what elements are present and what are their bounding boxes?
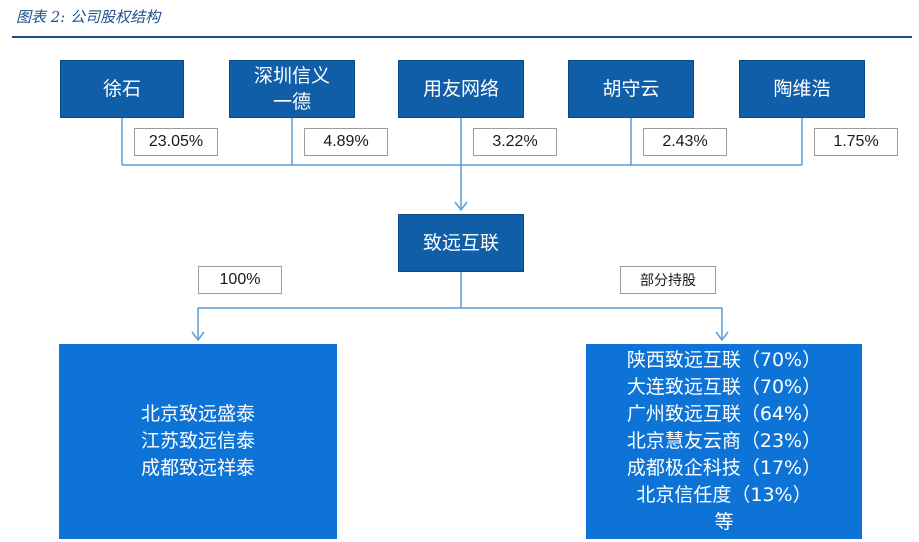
shareholder-box-3: 用友网络	[398, 60, 524, 118]
caption-rule	[12, 36, 912, 38]
left-branch-label: 100%	[198, 266, 282, 294]
shareholder-box-2: 深圳信义 一德	[229, 60, 355, 118]
right-holding-6: 北京信任度（13%）	[636, 484, 812, 506]
shareholder-box-5: 陶维浩	[739, 60, 865, 118]
arrow-head-right	[715, 331, 729, 342]
company-box: 致远互联	[398, 214, 524, 272]
left-subsidiary-1: 北京致远盛泰	[140, 403, 255, 425]
share-label-1: 23.05%	[134, 128, 218, 156]
right-holding-5: 成都极企科技（17%）	[626, 457, 822, 479]
left-subsidiaries-box: 北京致远盛泰 江苏致远信泰 成都致远祥泰	[59, 344, 337, 539]
arrow-head-left	[191, 331, 205, 342]
right-holdings-list: 陕西致远互联（70%） 大连致远互联（70%） 广州致远互联（64%） 北京慧友…	[627, 347, 821, 536]
right-holding-7: 等	[714, 511, 734, 533]
right-holding-4: 北京慧友云商（23%）	[626, 430, 822, 452]
share-label-5: 1.75%	[814, 128, 898, 156]
left-subsidiary-3: 成都致远祥泰	[140, 457, 255, 479]
left-subsidiary-2: 江苏致远信泰	[140, 430, 255, 452]
shareholder-box-1: 徐石	[60, 60, 184, 118]
right-holding-3: 广州致远互联（64%）	[626, 403, 822, 425]
shareholder-box-4: 胡守云	[568, 60, 694, 118]
share-label-4: 2.43%	[643, 128, 727, 156]
right-branch-label: 部分持股	[620, 266, 716, 294]
right-holding-2: 大连致远互联（70%）	[626, 376, 822, 398]
share-label-3: 3.22%	[473, 128, 557, 156]
share-label-2: 4.89%	[304, 128, 388, 156]
left-subsidiaries-list: 北京致远盛泰 江苏致远信泰 成都致远祥泰	[141, 401, 255, 482]
right-holdings-box: 陕西致远互联（70%） 大连致远互联（70%） 广州致远互联（64%） 北京慧友…	[586, 344, 862, 539]
right-holding-1: 陕西致远互联（70%）	[626, 349, 822, 371]
arrow-head-company	[454, 201, 468, 212]
figure-caption: 图表 2: 公司股权结构	[16, 8, 161, 26]
